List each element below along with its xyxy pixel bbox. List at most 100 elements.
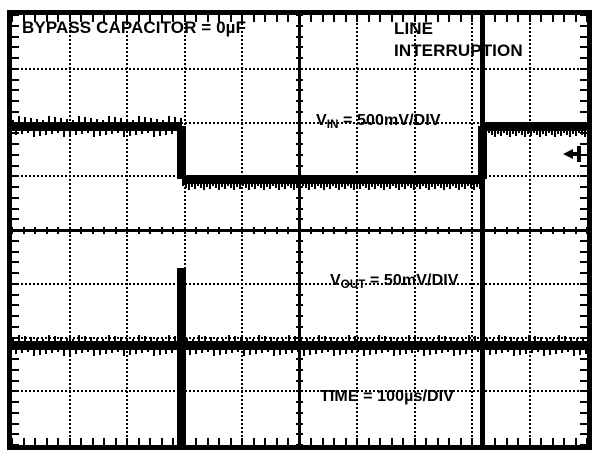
trace-noise (394, 183, 397, 188)
tick-right (580, 315, 587, 317)
tick-centre-x (551, 226, 554, 234)
trace-noise (307, 183, 310, 190)
trace-noise (214, 183, 217, 188)
trace-noise (187, 183, 190, 190)
trace-noise (306, 337, 308, 341)
tick-bottom (126, 438, 128, 445)
trace-noise (135, 349, 137, 354)
tick-centre-x (448, 226, 450, 234)
tick-top (12, 15, 13, 22)
tick-centre-y (296, 325, 303, 328)
trace-noise (549, 349, 551, 355)
trace-noise (247, 183, 250, 190)
trace-noise (267, 349, 269, 352)
trace-noise (174, 335, 176, 341)
trace-noise (196, 183, 199, 186)
tick-top (459, 15, 462, 22)
tick-centre-x (356, 226, 358, 234)
tick-bottom (540, 438, 542, 445)
tick-centre-x (344, 226, 347, 234)
trace-noise (555, 349, 557, 354)
tick-centre-x (517, 226, 519, 234)
trace-noise (102, 338, 104, 341)
trace-noise (141, 130, 143, 134)
trace-noise (66, 118, 68, 122)
trace-noise (300, 336, 302, 341)
trace-noise (153, 349, 155, 356)
trace-noise (226, 183, 229, 186)
tick-bottom (68, 438, 71, 445)
tick-centre-x (206, 226, 209, 234)
tick-centre-y (296, 358, 303, 360)
tick-centre-x (459, 226, 462, 234)
tick-right (580, 282, 587, 285)
tick-centre-x (126, 226, 128, 234)
tick-left (12, 24, 19, 27)
trace-noise (540, 336, 542, 341)
trace-noise (87, 349, 89, 352)
tick-right (580, 229, 587, 231)
tick-top (344, 15, 347, 22)
tick-right (580, 444, 587, 445)
tick-top (22, 15, 25, 22)
trace-noise (277, 183, 280, 190)
tick-centre-x (540, 226, 542, 234)
tick-left (12, 250, 19, 253)
tick-bottom (12, 438, 13, 445)
tick-right (580, 390, 587, 393)
trace-noise (331, 183, 334, 186)
trace-noise (349, 183, 352, 188)
trace-noise (315, 349, 317, 354)
trace-noise (93, 349, 95, 356)
tick-top (298, 15, 301, 22)
tick-left (12, 229, 19, 231)
tick-right (580, 401, 587, 403)
trace-noise (57, 349, 59, 352)
trace-noise (403, 183, 406, 189)
tick-centre-x (229, 226, 232, 234)
tick-centre-x (436, 226, 439, 234)
trace-noise (111, 130, 113, 134)
tick-centre-y (296, 422, 303, 425)
trace-noise (348, 334, 350, 341)
trace-noise (414, 335, 416, 341)
tick-top (57, 15, 59, 22)
trace-noise (581, 130, 584, 136)
tick-bottom (471, 438, 473, 445)
tick-centre-y (296, 121, 303, 124)
trace-noise (138, 115, 140, 122)
tick-right (580, 379, 587, 382)
tick-right (580, 239, 587, 242)
trace-noise (397, 183, 400, 190)
tick-centre-y (296, 110, 303, 113)
tick-left (12, 422, 19, 425)
trace-noise (494, 130, 497, 138)
tick-right (580, 207, 587, 210)
tick-bottom (114, 438, 117, 445)
trace-noise (576, 337, 578, 341)
trace-noise (21, 130, 23, 134)
trace-noise (516, 337, 518, 341)
tick-left (12, 411, 19, 414)
tick-centre-x (57, 226, 59, 234)
trace-noise (558, 334, 560, 341)
trace-noise (156, 118, 158, 122)
trace-noise (313, 183, 316, 189)
trace-noise (228, 334, 230, 341)
trace-noise (486, 337, 488, 341)
trace-noise (45, 349, 47, 354)
vout-subscript: OUT (340, 279, 366, 291)
tick-centre-y (296, 315, 303, 317)
tick-top (379, 15, 381, 22)
trace-noise (381, 349, 383, 353)
trace-noise (249, 349, 251, 355)
trace-noise (510, 336, 512, 341)
tick-top (126, 15, 128, 22)
trace-noise (351, 349, 353, 353)
vout-trace-spike-rising (479, 15, 485, 445)
trace-noise (63, 349, 65, 356)
tick-centre-y (296, 261, 303, 264)
tick-centre-y (296, 153, 303, 156)
trace-noise (363, 349, 365, 356)
tick-top (528, 15, 531, 22)
